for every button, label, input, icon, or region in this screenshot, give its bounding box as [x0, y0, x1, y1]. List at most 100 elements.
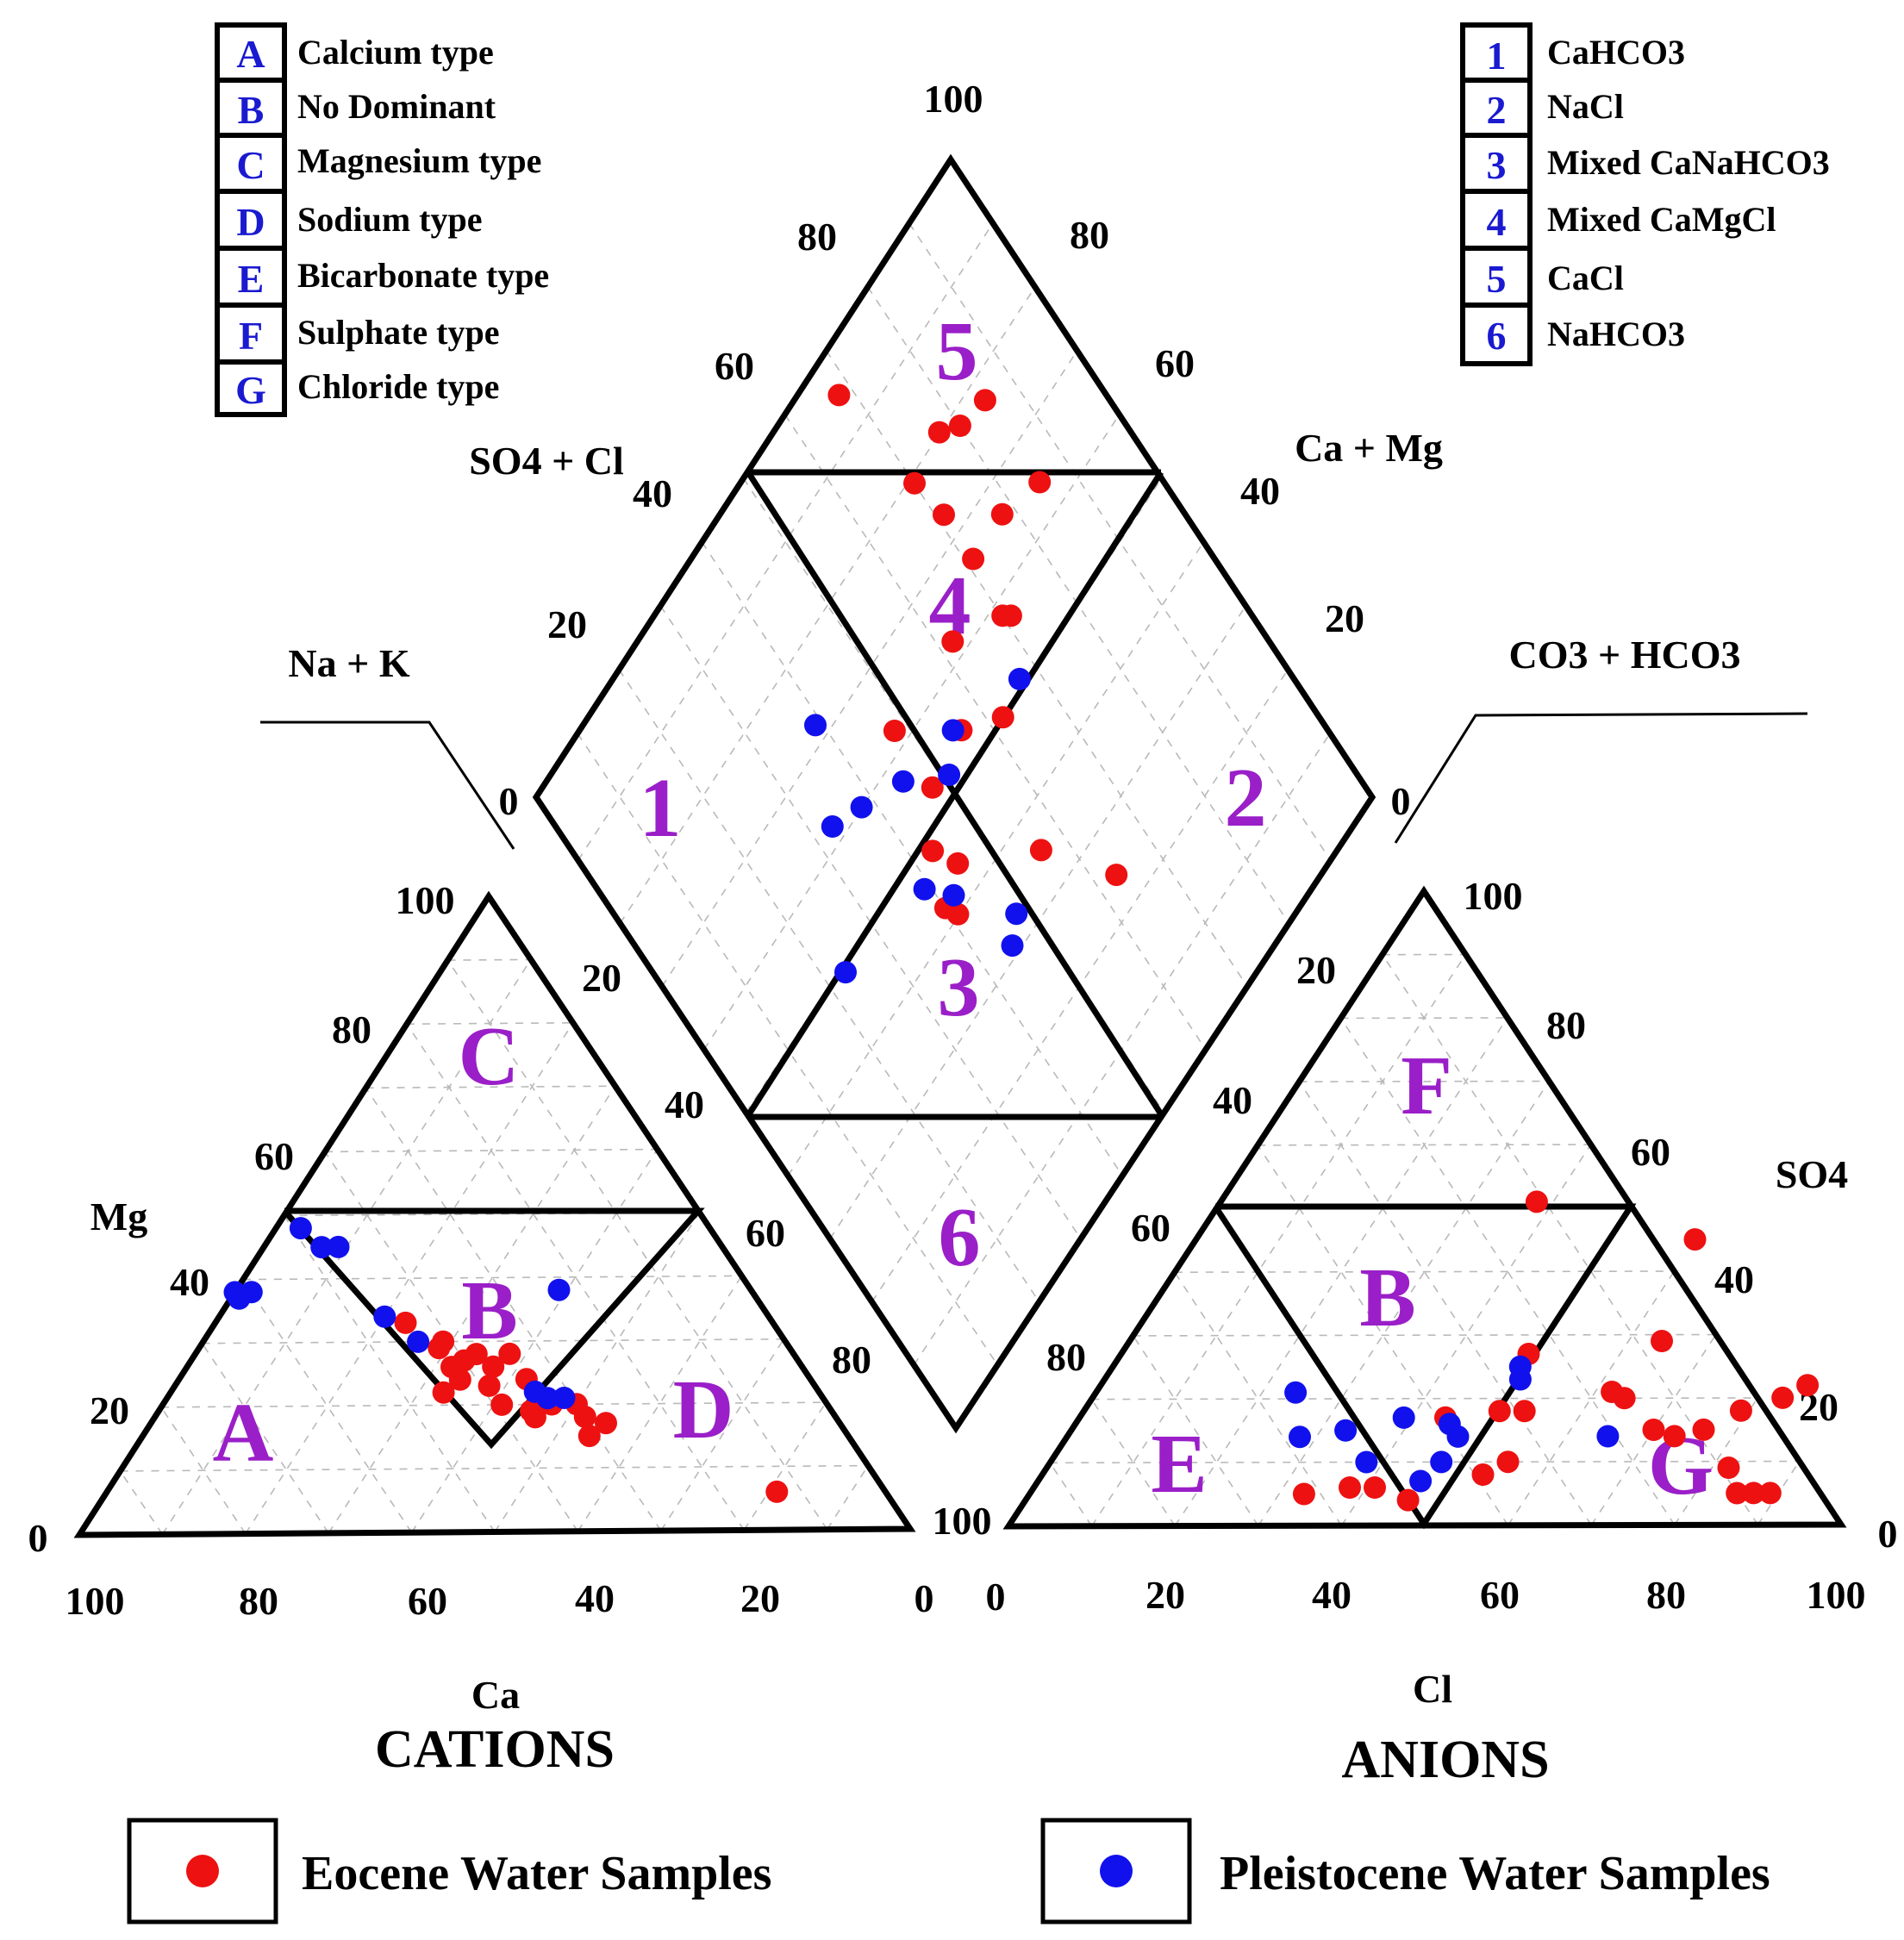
- grid-line: [743, 1401, 827, 1531]
- eocene-diamond-point: [962, 547, 985, 571]
- tick-diamond-ll-40: 40: [665, 1082, 704, 1126]
- pleistocene-anion-point: [1508, 1368, 1532, 1391]
- eocene-anion-point: [1488, 1400, 1511, 1423]
- pleistocene-diamond-point: [891, 770, 915, 793]
- diamond-diagonal-b: [745, 471, 1164, 1119]
- tick-anion-right-40: 40: [1714, 1257, 1754, 1301]
- grid-line: [283, 1215, 496, 1532]
- eocene-diamond-point: [999, 604, 1022, 627]
- eocene-anion-point: [1601, 1381, 1624, 1403]
- key-code-g: G: [235, 368, 266, 412]
- water-type-key: A B C D E F G Calcium type No Dominant M…: [215, 22, 549, 417]
- na-k-projection-line: [260, 720, 515, 850]
- zone-a-label: A: [213, 1387, 274, 1480]
- pleistocene-cation-point: [373, 1305, 396, 1328]
- eocene-cation-point: [448, 1368, 471, 1391]
- axis-label-na-k: Na + K: [288, 641, 409, 685]
- eocene-anion-point: [1339, 1476, 1361, 1499]
- eocene-anion-point: [1758, 1482, 1782, 1505]
- grid-line: [826, 350, 1248, 988]
- eocene-cation-point: [478, 1374, 501, 1397]
- eocene-anion-point: [1471, 1463, 1495, 1486]
- grid-line: [120, 1464, 869, 1472]
- eocene-anion-point: [1364, 1476, 1386, 1499]
- facies-code-5: 5: [1487, 257, 1507, 301]
- grid-line: [328, 1085, 616, 1534]
- tick-cation-bottom-60: 60: [408, 1579, 447, 1623]
- legend: Eocene Water Samples Pleistocene Water S…: [127, 1818, 1770, 1924]
- tick-anion-bottom-60: 60: [1480, 1573, 1520, 1617]
- facies-label-4: Mixed CaMgCl: [1547, 200, 1776, 239]
- title-cations: CATIONS: [375, 1720, 615, 1779]
- eocene-anion-point: [1726, 1482, 1749, 1505]
- grid-line: [1133, 1333, 1716, 1337]
- grid-line: [1174, 1271, 1343, 1526]
- zone-5-label: 5: [936, 305, 978, 398]
- grid-line: [1298, 1081, 1592, 1526]
- pleistocene-anion-point: [1446, 1425, 1470, 1448]
- facies-code-6: 6: [1487, 314, 1507, 358]
- tick-diamond-ll-80: 80: [832, 1338, 871, 1382]
- axis-label-mg: Mg: [91, 1195, 147, 1238]
- tick-diamond-right-60: 60: [1155, 341, 1195, 385]
- facies-code-2: 2: [1487, 88, 1507, 132]
- zone-d-label: D: [673, 1363, 734, 1457]
- grid-line: [245, 1022, 574, 1535]
- tick-diamond-lr-80: 80: [1046, 1335, 1086, 1379]
- pleistocene-cation-point: [536, 1387, 559, 1410]
- grid-line: [577, 1275, 743, 1532]
- facies-code-3: 3: [1487, 143, 1507, 187]
- key-code-c: C: [236, 143, 265, 187]
- cation-zone-b-boundary: [282, 1207, 705, 1450]
- pleistocene-diamond-point: [1008, 667, 1031, 690]
- co3-hco3-projection-line: [1394, 712, 1808, 844]
- facies-label-2: NaCl: [1547, 87, 1624, 126]
- zone-c-label: C: [459, 1010, 520, 1103]
- eocene-diamond-point: [948, 415, 971, 437]
- pleistocene-cation-point: [547, 1278, 571, 1301]
- grid-line: [201, 1343, 329, 1534]
- key-label-b: No Dominant: [297, 87, 496, 126]
- diamond: [532, 153, 1376, 1434]
- eocene-cation-point: [595, 1412, 617, 1435]
- tick-cation-bottom-20: 20: [740, 1576, 780, 1620]
- zone-3-label: 3: [938, 941, 980, 1034]
- tick-cation-left-100: 100: [396, 878, 455, 922]
- tick-diamond-left-40: 40: [633, 471, 672, 515]
- grid-line: [1050, 1460, 1800, 1464]
- eocene-diamond-point: [921, 776, 944, 799]
- key-label-d: Sodium type: [297, 200, 483, 239]
- eocene-anion-point: [1396, 1488, 1420, 1512]
- grid-line: [160, 1407, 247, 1535]
- eocene-diamond-point: [927, 421, 951, 444]
- eocene-cation-point: [765, 1480, 789, 1503]
- eocene-diamond-point: [827, 384, 851, 407]
- grid-line: [783, 414, 1207, 1051]
- eocene-anion-point: [1292, 1482, 1315, 1506]
- tick-anion-bottom-80: 80: [1646, 1573, 1686, 1617]
- eocene-diamond-point: [1105, 864, 1128, 887]
- pleistocene-diamond-point: [1001, 934, 1024, 958]
- grid-line: [1090, 1399, 1176, 1527]
- eocene-anion-point: [1717, 1457, 1740, 1479]
- axis-label-ca: Ca: [471, 1673, 520, 1717]
- eocene-anion-point: [1496, 1450, 1520, 1474]
- grid-line: [1174, 1270, 1675, 1273]
- pleistocene-diamond-point: [938, 764, 961, 786]
- tick-anion-right-60: 60: [1631, 1130, 1670, 1174]
- tick-anion-right-0: 0: [1878, 1512, 1898, 1556]
- facies-label-1: CaHCO3: [1547, 33, 1685, 72]
- pleistocene-anion-point: [1596, 1425, 1620, 1448]
- tick-diamond-right-0: 0: [1391, 779, 1411, 823]
- tick-diamond-right-40: 40: [1240, 469, 1280, 513]
- tick-anion-bottom-40: 40: [1312, 1573, 1352, 1617]
- eocene-cation-point: [490, 1393, 514, 1416]
- grid-lines: [119, 222, 1801, 1535]
- tick-diamond-lr-40: 40: [1213, 1078, 1252, 1122]
- eocene-diamond-point: [946, 851, 970, 875]
- pleistocene-cation-point: [240, 1281, 263, 1304]
- legend-eocene-marker: [186, 1855, 219, 1887]
- tick-diamond-lr-60: 60: [1131, 1206, 1170, 1250]
- pleistocene-diamond-point: [913, 877, 936, 901]
